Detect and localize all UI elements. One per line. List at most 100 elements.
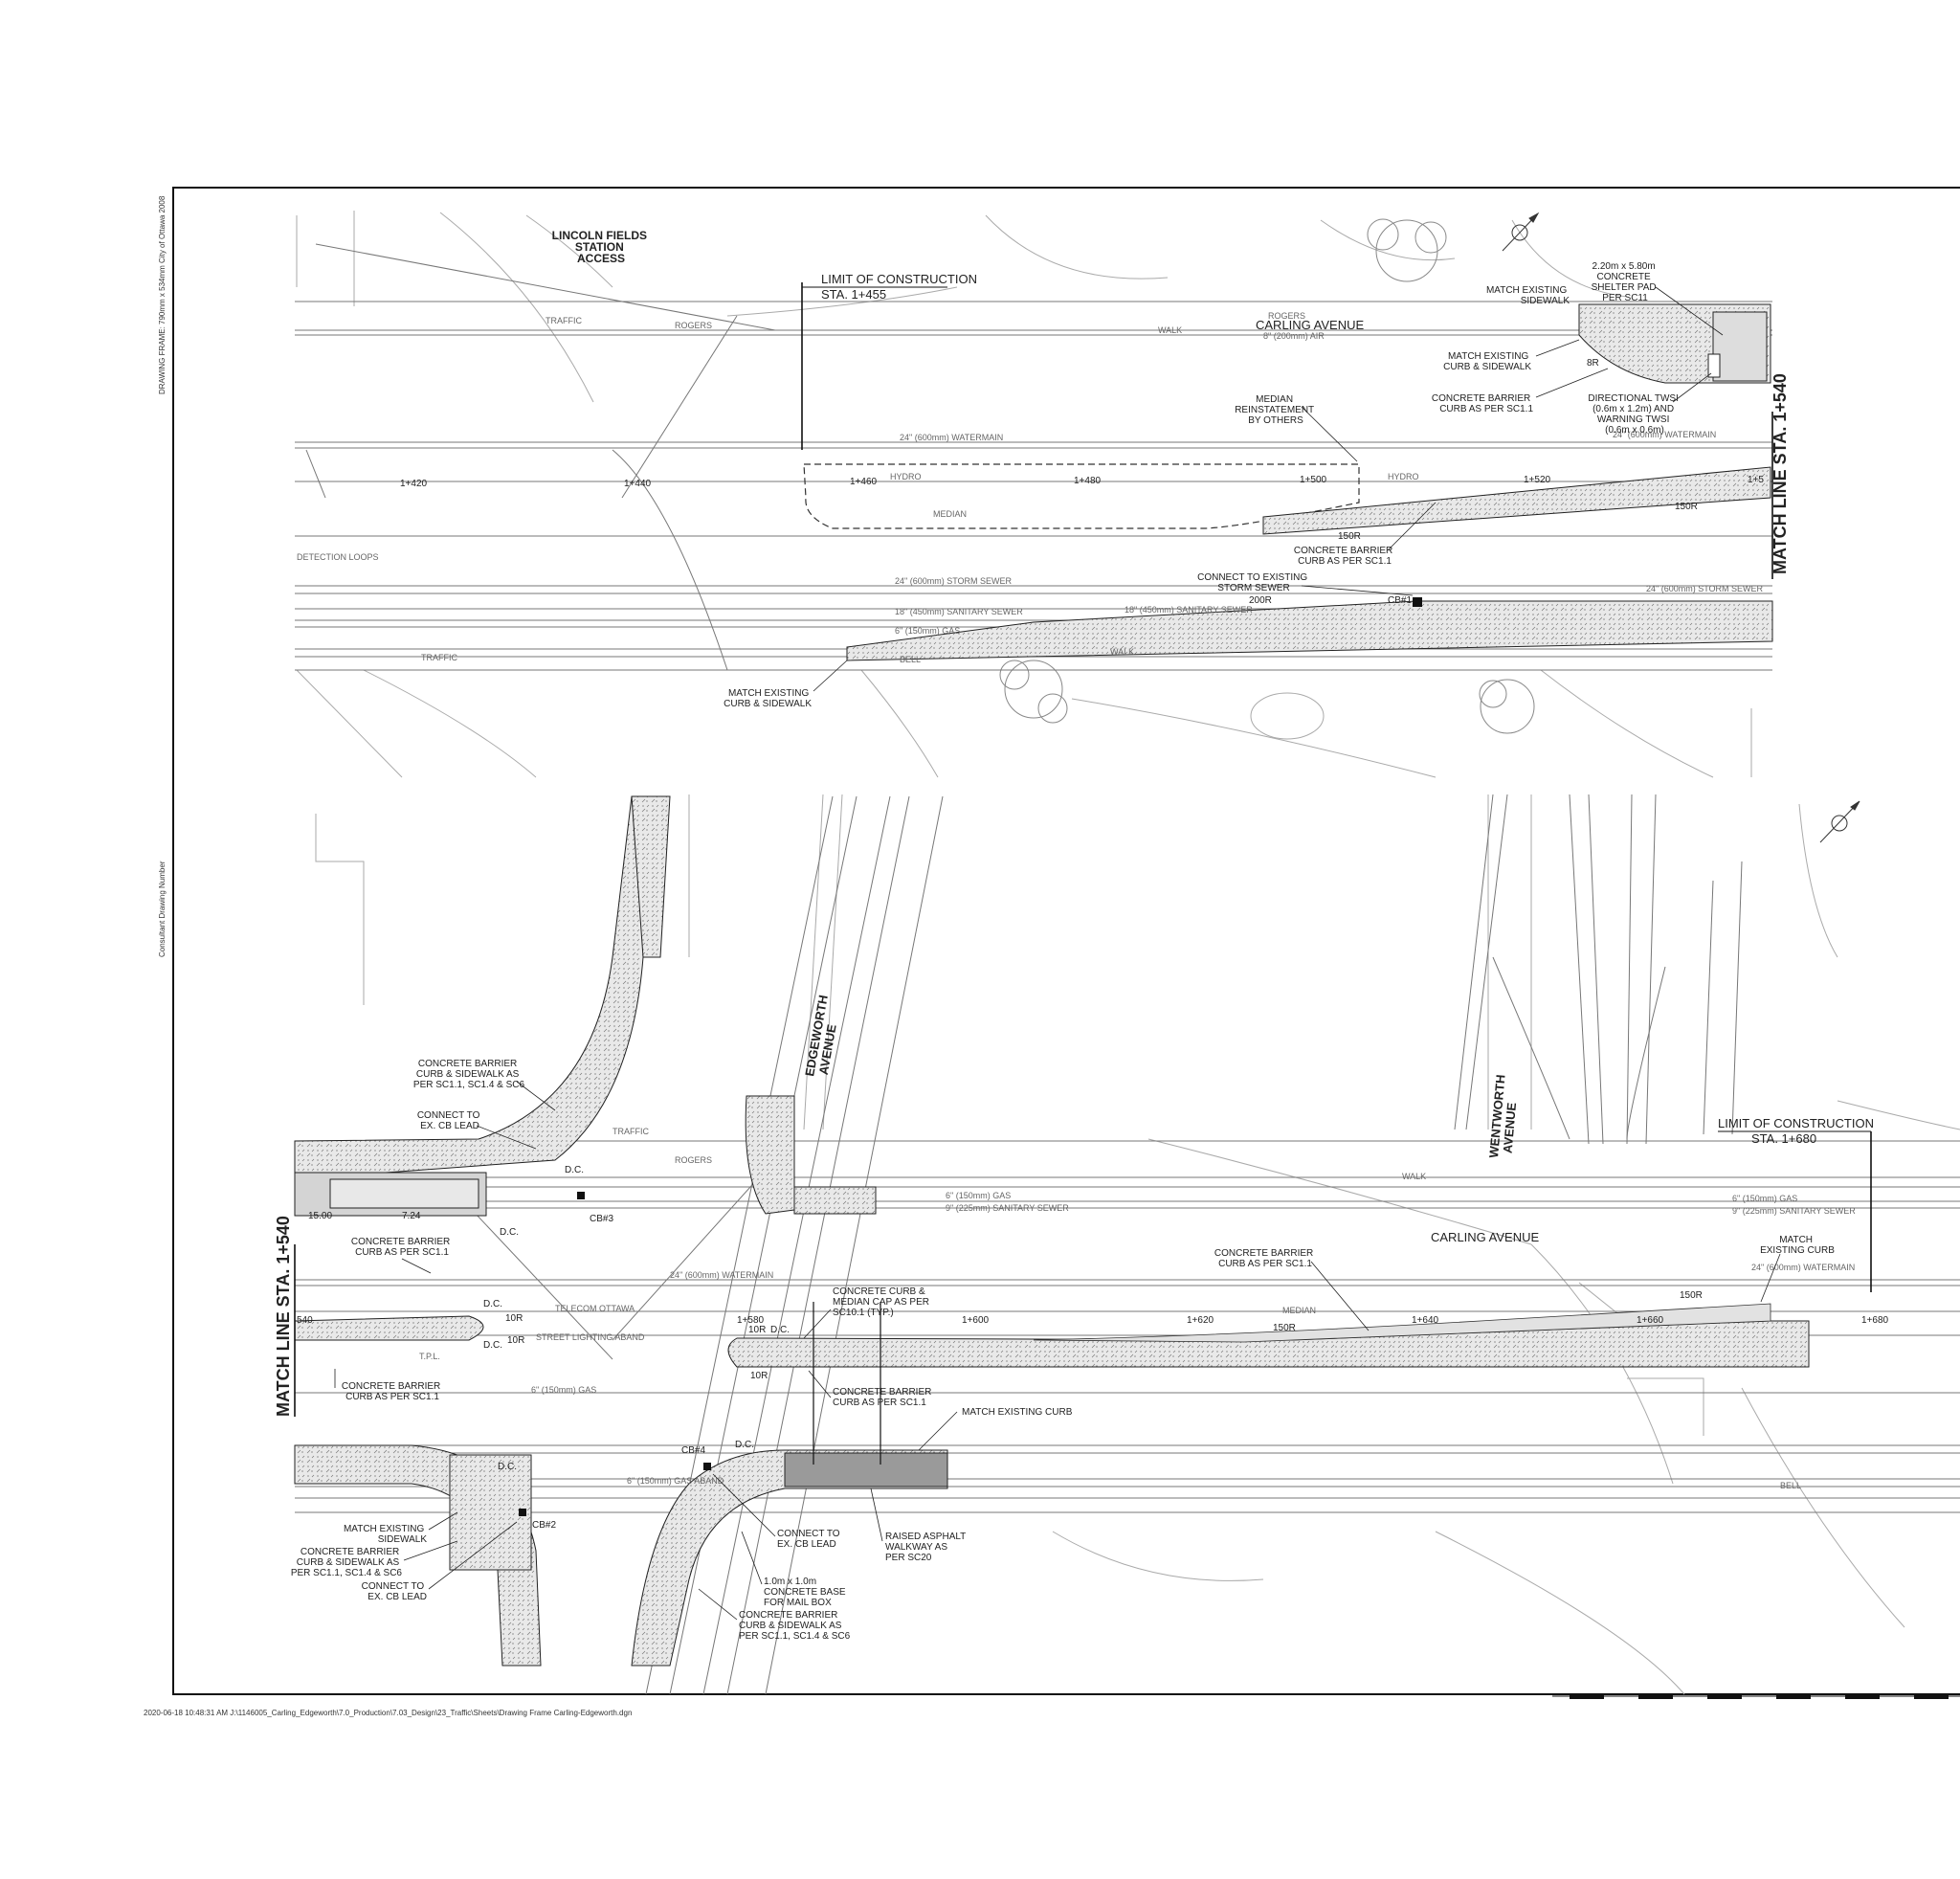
b-util-lighting: STREET LIGHTING ABAND [536,1332,645,1342]
barrier-sidewalk-nw-note: CONCRETE BARRIER CURB & SIDEWALK AS PER … [413,1059,525,1090]
cb4-marker [703,1463,711,1470]
station-1420: 1+420 [400,479,428,489]
util-gas: 6" (150mm) GAS [895,626,960,636]
b-station-1600: 1+600 [962,1315,990,1326]
match-curb-sidewalk-note: MATCH EXISTING CURB & SIDEWALK [1443,351,1531,372]
connect-cb-se-note: CONNECT TO EX. CB LEAD [777,1529,842,1550]
drawing-frame [172,187,1960,1699]
dc-label-2: D.C. [483,1299,502,1309]
shelter-pad-note: 2.20m x 5.80m CONCRETE SHELTER PAD PER S… [1592,261,1659,303]
station-1500: 1+500 [1300,475,1327,485]
station-15: 1+5 [1748,475,1764,485]
median-reinstatement-note: MEDIAN REINSTATEMENT BY OTHERS [1235,394,1317,426]
util-walk-2: WALK [1110,647,1134,657]
carling-avenue-bottom: CARLING AVENUE [1431,1230,1540,1244]
b-util-watermain-2: 24" (600mm) WATERMAIN [1751,1263,1855,1272]
scale-bar [1570,1694,1949,1699]
dc-label-5: D.C. [498,1462,517,1472]
wentworth-avenue: WENTWORTH AVENUE [1486,1070,1522,1159]
twsi-note: DIRECTIONAL TWSI (0.6m x 1.2m) AND WARNI… [1588,393,1681,436]
edgeworth-avenue: EDGEWORTH AVENUE [802,991,844,1080]
median-cap-note: CONCRETE CURB & MEDIAN CAP AS PER SC10.1… [833,1286,932,1318]
barrier-curb-east-median-note: CONCRETE BARRIER CURB AS PER SC1.1 [1214,1248,1316,1269]
median-barrier-curb [1262,466,1771,535]
dc-label-6: D.C. [735,1440,754,1450]
dc-label-4: D.C. [770,1325,790,1335]
connect-storm-note: CONNECT TO EXISTING STORM SEWER [1197,572,1310,593]
b-util-gas-aband: 6" (150mm) GAS ABAND [627,1476,724,1486]
util-median: MEDIAN [933,509,967,519]
b-util-telecom: TELECOM OTTAWA [555,1304,635,1313]
b-radius-150r-b: 150R [1680,1290,1703,1301]
b-util-watermain: 24" (600mm) WATERMAIN [670,1270,773,1280]
match-line-top: MATCH LINE STA. 1+540 [1771,373,1790,574]
util-rogers: ROGERS [675,321,712,330]
mailbox-base-note: 1.0m x 1.0m CONCRETE BASE FOR MAIL BOX [764,1577,848,1608]
b-util-rogers: ROGERS [675,1155,712,1165]
match-existing-sidewalk-note: MATCH EXISTING SIDEWALK [1486,285,1570,306]
limit-sta-bottom: STA. 1+680 [1751,1131,1816,1146]
b-station-1640: 1+640 [1412,1315,1439,1326]
station-1480: 1+480 [1074,476,1102,486]
util-bell: BELL [900,655,921,664]
util-storm-2: 24" (600mm) STORM SEWER [1646,584,1764,593]
util-hydro: HYDRO [890,472,922,481]
cb3-marker [577,1192,585,1199]
barrier-sidewalk-se-note: CONCRETE BARRIER CURB & SIDEWALK AS PER … [739,1610,851,1642]
match-existing-curb-east-note: MATCH EXISTING CURB [1760,1235,1835,1256]
b-station-1580: 1+580 [737,1315,765,1326]
station-1440: 1+440 [624,479,652,489]
carling-avenue-top: CARLING AVENUE [1256,318,1365,332]
match-existing-bottom-note: MATCH EXISTING CURB & SIDEWALK [724,688,812,709]
nw-sidewalk [294,795,661,1180]
connect-cb-sw-note: CONNECT TO EX. CB LEAD [362,1581,427,1602]
dc-label-3: D.C. [483,1340,502,1351]
radius-8r: 8R [1587,358,1599,369]
north-arrow-bottom-icon [1819,800,1860,843]
median-outline [803,463,1360,529]
dim-7-24: 7.24 [402,1211,421,1221]
bottom-plan-panel: MATCH LINE STA. 1+540 24" (600mm) WATERM… [274,794,1960,1695]
tree-symbols [999,218,1535,734]
west-median-nose [294,1315,484,1341]
b-util-sanitary: 9" (225mm) SANITARY SEWER [946,1203,1069,1213]
radius-10r-c: 10R [748,1325,766,1335]
north-arrow-icon [1502,212,1540,252]
b-station-1620: 1+620 [1187,1315,1214,1326]
barrier-curb-edgeworth-note: CONCRETE BARRIER CURB AS PER SC1.1 [833,1387,934,1408]
util-traffic: TRAFFIC [546,316,582,325]
util-rogers-2: ROGERS [1268,311,1305,321]
b-util-walk: WALK [1402,1172,1426,1181]
station-1520: 1+520 [1524,475,1551,485]
limit-of-construction-top: LIMIT OF CONSTRUCTION [821,272,977,286]
drawing-frame-label: DRAWING FRAME: 790mm x 534mm City of Ott… [158,195,167,394]
b-radius-150r-a: 150R [1273,1323,1296,1333]
bottom-road-lines [295,794,1960,1695]
limit-sta-top: STA. 1+455 [821,287,886,302]
util-sanitary-2: 18" (450mm) SANITARY SEWER [1125,605,1253,615]
radius-150r-b: 150R [1675,502,1698,512]
lincoln-fields-label: LINCOLN FIELDS STATION ACCESS [552,229,651,265]
consultant-label: Consultant Drawing Number [158,861,167,957]
barrier-curb-nw-note: CONCRETE BARRIER CURB AS PER SC1.1 [351,1237,453,1258]
raised-asphalt-walkway [784,1452,948,1488]
barrier-curb-median-note: CONCRETE BARRIER CURB AS PER SC1.1 [1294,546,1395,567]
cb3-label: CB#3 [590,1214,613,1224]
barrier-sidewalk-sw-note: CONCRETE BARRIER CURB & SIDEWALK AS PER … [291,1547,403,1578]
connect-cb-nw-note: CONNECT TO EX. CB LEAD [417,1110,482,1131]
dim-15: 15.00 [308,1211,332,1221]
cb1-marker [1413,597,1422,607]
barrier-curb-top-note: CONCRETE BARRIER CURB AS PER SC1.1 [1432,393,1534,414]
nw-leg [631,795,671,958]
util-storm: 24" (600mm) STORM SEWER [895,576,1013,586]
cb4-label: CB#4 [681,1445,705,1456]
util-air: 8" (200mm) AIR [1263,331,1325,341]
bottom-background-linework [315,794,1960,1695]
barrier-curb-w-median-note: CONCRETE BARRIER CURB AS PER SC1.1 [342,1381,443,1402]
b-util-tpl: T.P.L. [419,1352,440,1361]
east-median-long [727,1320,1810,1368]
util-walk: WALK [1158,325,1182,335]
b-util-gas: 6" (150mm) GAS [531,1385,596,1395]
dc-label-7: D.C. [565,1165,584,1175]
